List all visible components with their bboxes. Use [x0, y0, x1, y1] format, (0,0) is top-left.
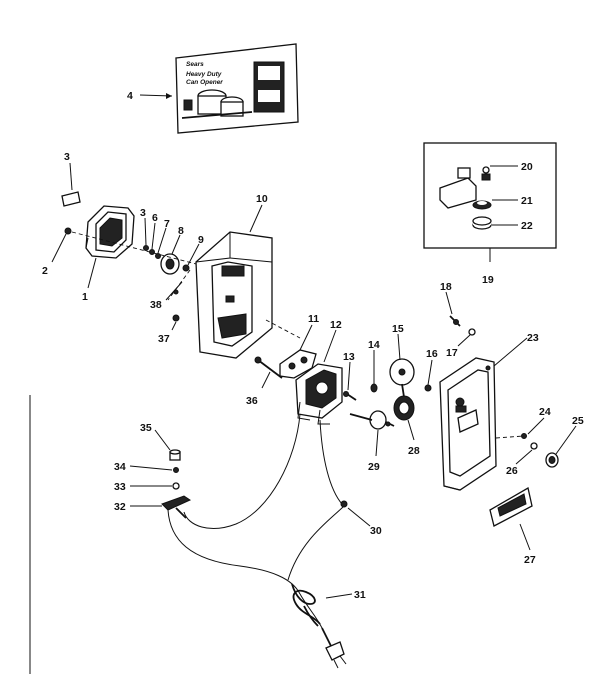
- callout-35: 35: [140, 422, 152, 434]
- callout-17: 17: [446, 347, 458, 359]
- callout-23: 23: [527, 332, 539, 344]
- part-30-strain-relief: [340, 500, 348, 508]
- callout-4: 4: [127, 90, 133, 102]
- callout-3a: 3: [64, 151, 70, 163]
- callout-32: 32: [114, 501, 126, 513]
- manual-title-line2: Can Opener: [186, 79, 223, 86]
- part-9-nut: [182, 264, 190, 272]
- callout-21: 21: [521, 195, 533, 207]
- callout-18: 18: [440, 281, 452, 293]
- part-8-cutter-wheel: [160, 253, 180, 275]
- callout-2: 2: [42, 265, 48, 277]
- part-34-spring: [173, 467, 179, 473]
- part-10-main-housing: [195, 231, 273, 359]
- callout-33: 33: [114, 481, 126, 493]
- part-1-front-housing: [85, 205, 135, 259]
- manual-brand-text: Sears: [186, 61, 204, 68]
- callout-13: 13: [343, 351, 355, 363]
- callout-20: 20: [521, 161, 533, 173]
- part-29-shaft: [349, 410, 395, 430]
- callout-38: 38: [150, 299, 162, 311]
- part-31-power-cord: [167, 413, 347, 669]
- callout-25: 25: [572, 415, 584, 427]
- callout-28: 28: [408, 445, 420, 457]
- part-18-screw: [449, 315, 461, 327]
- callout-34: 34: [114, 461, 126, 473]
- power-plug: [325, 641, 345, 661]
- callout-30: 30: [370, 525, 382, 537]
- callout-27: 27: [524, 554, 536, 566]
- part-2-screw: [64, 227, 72, 235]
- part-16-washer: [424, 384, 432, 392]
- part-33-washer: [172, 482, 180, 490]
- callout-26: 26: [506, 465, 518, 477]
- part-35-button: [169, 449, 181, 461]
- callout-1: 1: [82, 291, 88, 303]
- part-37-screw: [172, 314, 180, 322]
- part-14-washer: [370, 383, 378, 393]
- callout-24: 24: [539, 406, 551, 418]
- manual-title-line1: Heavy Duty: [186, 71, 222, 78]
- callout-3b: 3: [140, 207, 146, 219]
- callout-12: 12: [330, 319, 342, 331]
- part-13-pin: [343, 391, 357, 401]
- part-7-washer: [155, 253, 161, 259]
- part-25-knob: [545, 452, 559, 468]
- callout-11: 11: [308, 313, 319, 325]
- callout-14: 14: [368, 339, 380, 351]
- callout-6: 6: [152, 212, 158, 224]
- part-28-gear-ring: [393, 395, 415, 421]
- callout-37: 37: [158, 333, 170, 345]
- callout-16: 16: [426, 348, 438, 360]
- part-3-label: [61, 191, 81, 207]
- callout-29: 29: [368, 461, 380, 473]
- callout-19: 19: [482, 274, 494, 286]
- part-4-owners-manual: Sears Heavy Duty Can Opener: [175, 43, 299, 134]
- part-36-screw: [254, 356, 283, 379]
- callout-8: 8: [178, 225, 184, 237]
- part-3-screw: [143, 245, 149, 251]
- callout-7: 7: [164, 218, 170, 230]
- part-12-motor: [295, 363, 343, 425]
- callout-15: 15: [392, 323, 404, 335]
- part-23-back-cover: [439, 357, 497, 491]
- callout-36: 36: [246, 395, 258, 407]
- callout-labels: 1 2 3 3 4 6 7 8 9 10 11 12 13 14 15 16 1…: [42, 90, 584, 601]
- callout-22: 22: [521, 220, 533, 232]
- part-38-nut: [173, 289, 179, 295]
- part-27-nameplate: [489, 486, 533, 527]
- part-17-washer: [468, 328, 476, 336]
- part-26-washer: [530, 442, 538, 450]
- callout-31: 31: [354, 589, 366, 601]
- part-19-switch-assembly-box: [423, 142, 557, 249]
- callout-9: 9: [198, 234, 204, 246]
- part-32-terminal: [161, 495, 192, 519]
- callout-10: 10: [256, 193, 268, 205]
